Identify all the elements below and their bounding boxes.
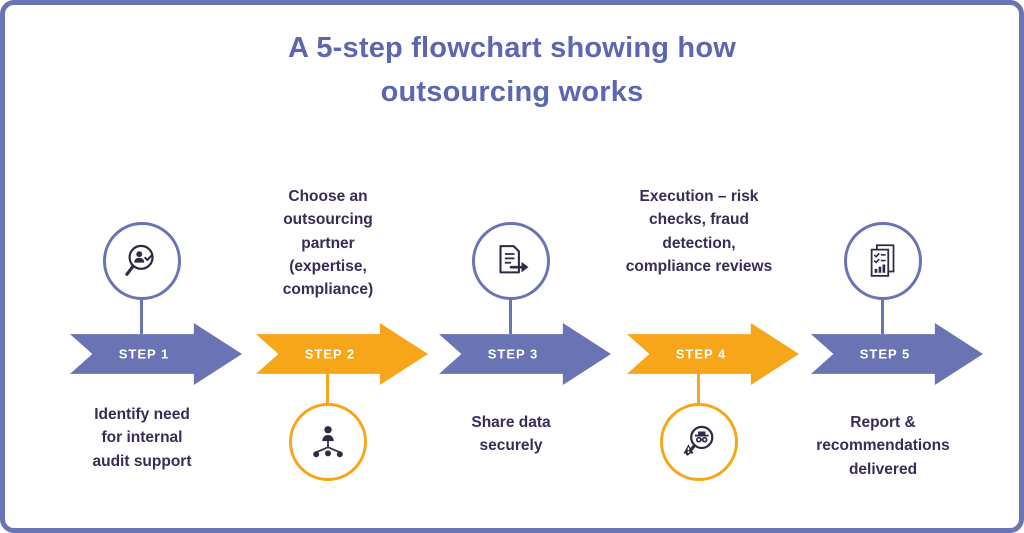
fraud-detection-icon-svg — [683, 425, 714, 456]
step-1-arrow: STEP 1 — [70, 323, 242, 385]
people-network-icon — [289, 403, 367, 481]
fraud-detection-icon — [660, 403, 738, 481]
connector-line — [326, 373, 329, 404]
share-document-icon-svg — [499, 245, 529, 274]
report-icon — [844, 222, 922, 300]
connector-line — [509, 300, 512, 334]
step-2-label: STEP 2 — [304, 346, 356, 362]
connector-line — [697, 373, 700, 404]
step-5-arrow: STEP 5 — [811, 323, 983, 385]
search-person-icon — [103, 222, 181, 300]
report-icon-svg — [870, 244, 895, 277]
page-title-line2: outsourcing works — [380, 75, 644, 108]
step-2-description: Choose an outsourcing partner (expertise… — [282, 188, 374, 298]
connector-line — [140, 300, 143, 334]
page-title: A 5-step flowchart showing how outsourcin… — [5, 27, 1019, 114]
step-1-description: Identify need for internal audit support — [92, 406, 192, 470]
step-5-label: STEP 5 — [859, 346, 911, 362]
people-network-icon-svg — [313, 426, 343, 458]
step-4-description: Execution – risk checks, fraud detection… — [625, 188, 773, 275]
page-title-line1: A 5-step flowchart showing how — [288, 32, 736, 64]
step-1-label: STEP 1 — [118, 346, 170, 362]
share-document-icon — [472, 222, 550, 300]
step-3-arrow: STEP 3 — [439, 323, 611, 385]
step-3-description: Share data securely — [471, 414, 551, 455]
step-3-label: STEP 3 — [487, 346, 539, 362]
step-4-arrow: STEP 4 — [627, 323, 799, 385]
search-person-icon-svg — [125, 244, 154, 276]
step-2-arrow: STEP 2 — [256, 323, 428, 385]
connector-line — [881, 300, 884, 334]
step-4-label: STEP 4 — [675, 346, 727, 362]
step-5-description: Report & recommendations delivered — [816, 414, 950, 478]
